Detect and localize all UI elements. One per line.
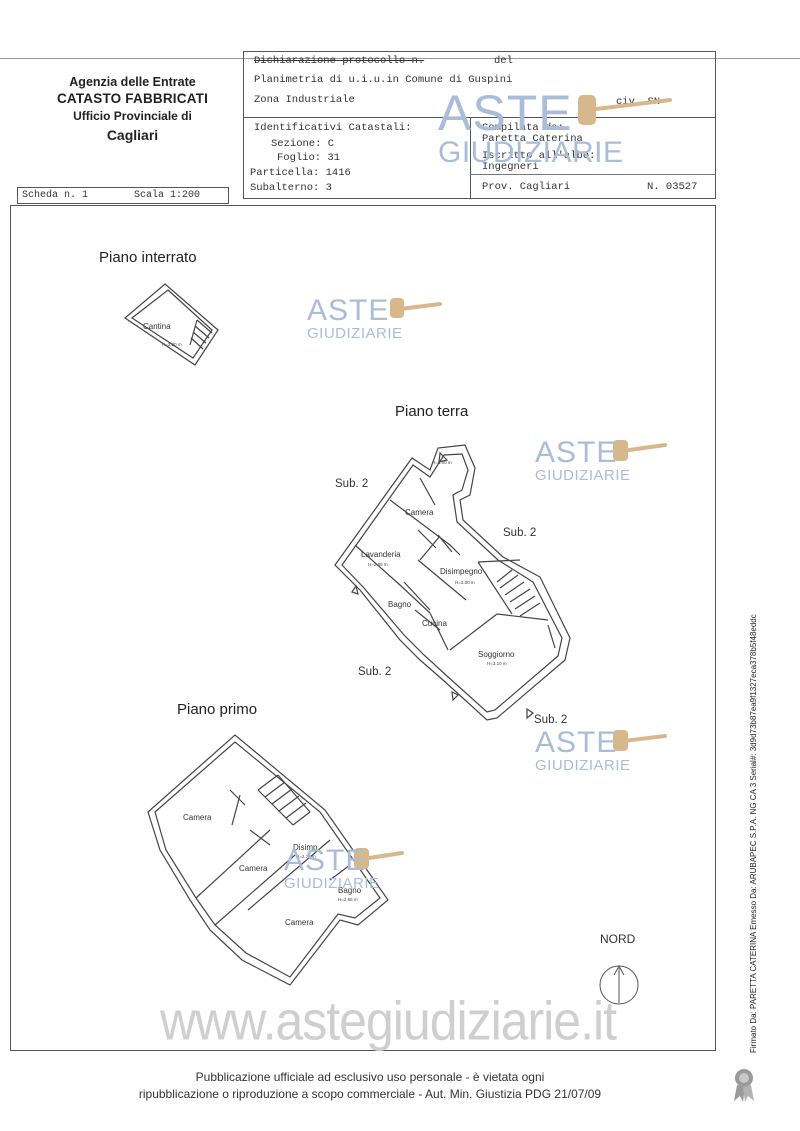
- agency-line3: Ufficio Provinciale di: [73, 109, 192, 123]
- numero-text: N. 03527: [647, 181, 698, 193]
- room-soggiorno: Soggiorno: [478, 650, 515, 659]
- room-cantina: Cantina: [143, 322, 171, 331]
- sezione-text: Sezione: C: [271, 138, 335, 150]
- sub-label-2: Sub. 2: [503, 527, 537, 539]
- drawing-frame: [10, 205, 716, 1051]
- plan-primo: [147, 734, 389, 986]
- dichiarazione-text: Dichiarazione protocollo n.: [254, 55, 425, 67]
- room-terra-height-top: H=3.00 m: [432, 460, 452, 465]
- header-divider-horizontal: [470, 174, 716, 175]
- sub-label-4: Sub. 2: [534, 714, 568, 726]
- zona-text: Zona Industriale: [254, 94, 355, 106]
- room-disimpegno: Disimpegno: [440, 567, 483, 576]
- room-soggiorno-height: H=3.10 m: [487, 661, 507, 666]
- watermark-header: ASTE GIUDIZIARIE: [438, 85, 624, 169]
- albo-text: Ingegneri: [482, 161, 539, 173]
- agency-line1: Agenzia delle Entrate: [69, 75, 196, 89]
- room-cucina: Cucina: [422, 619, 447, 628]
- room-bagno-primo-height: H=2.65 m: [338, 897, 358, 902]
- agency-block: Agenzia delle Entrate CATASTO FABBRICATI…: [30, 74, 235, 145]
- watermark-sub2: ASTE GIUDIZIARIE: [535, 726, 631, 774]
- room-camera-primo-3: Camera: [285, 918, 314, 927]
- room-camera-primo-1: Camera: [183, 813, 212, 822]
- room-lavanderia: Lavanderia: [361, 550, 401, 559]
- nord-label: NORD: [600, 932, 636, 946]
- plan-terra: [334, 444, 571, 721]
- agency-line2: CATASTO FABBRICATI: [56, 91, 209, 106]
- room-camera-terra: Camera: [405, 508, 434, 517]
- room-lavanderia-height: H=2.88 m: [368, 562, 388, 567]
- header-row-top: [244, 52, 715, 118]
- plan-interrato: [124, 283, 219, 366]
- del-text: del: [494, 55, 513, 67]
- compilata-name: Paretta Caterina: [482, 133, 583, 145]
- seal-icon: [734, 1069, 754, 1102]
- room-disimp: Disimp.: [293, 843, 320, 852]
- north-arrow: [599, 964, 639, 1005]
- subalterno-text: Subalterno: 3: [250, 182, 332, 194]
- room-cantina-height: H=2.20 m: [162, 342, 182, 347]
- particella-text: Particella: 1416: [250, 167, 351, 179]
- watermark-site: www.astegiudiziarie.it: [160, 990, 617, 1052]
- prov-text: Prov. Cagliari: [482, 181, 571, 193]
- footer-line1: Pubblicazione ufficiale ad esclusivo uso…: [195, 1070, 545, 1084]
- header-table: Dichiarazione protocollo n. del Planimet…: [243, 51, 716, 199]
- scheda-box: Scheda n. 1 Scala 1:200: [17, 187, 229, 204]
- watermark-terra: ASTE GIUDIZIARIE: [535, 436, 631, 484]
- digital-signature-text: Firmato Da: PARETTA CATERINA Emesso Da: …: [749, 614, 758, 1053]
- watermark-primo: ASTE GIUDIZIARIE: [284, 844, 380, 892]
- room-camera-primo-2: Camera: [239, 864, 268, 873]
- identificativi-text: Identificativi Catastali:: [254, 122, 412, 134]
- scala-text: Scala 1:200: [134, 190, 201, 201]
- room-disimpegno-height: H=3.00 m: [455, 580, 475, 585]
- footer-note: Pubblicazione ufficiale ad esclusivo uso…: [100, 1069, 640, 1103]
- sub-label-1: Sub. 2: [335, 478, 369, 490]
- scheda-text: Scheda n. 1: [22, 190, 89, 201]
- iscritto-text: Iscritto all'albo:: [482, 150, 596, 162]
- footer-line2: ripubblicazione o riproduzione a scopo c…: [138, 1087, 602, 1101]
- compilata-label: Compilata da:: [482, 122, 564, 134]
- floor-label-interrato: Piano interrato: [99, 249, 197, 266]
- room-bagno-terra: Bagno: [388, 600, 412, 609]
- top-rule: [0, 58, 800, 59]
- watermark-interrato: ASTE GIUDIZIARIE: [307, 294, 403, 342]
- floor-label-primo: Piano primo: [177, 701, 258, 718]
- gavel-icons: [354, 95, 672, 869]
- sub-label-3: Sub. 2: [358, 666, 392, 678]
- room-disimp-height: H=2.70 m: [296, 854, 316, 859]
- foglio-text: Foglio: 31: [277, 152, 341, 164]
- planimetria-text: Planimetria di u.i.u.in Comune di Guspin…: [254, 74, 513, 86]
- header-divider-vertical: [470, 117, 471, 199]
- room-bagno-primo: Bagno: [338, 886, 362, 895]
- floor-label-terra: Piano terra: [395, 403, 469, 420]
- agency-line4: Cagliari: [106, 127, 159, 143]
